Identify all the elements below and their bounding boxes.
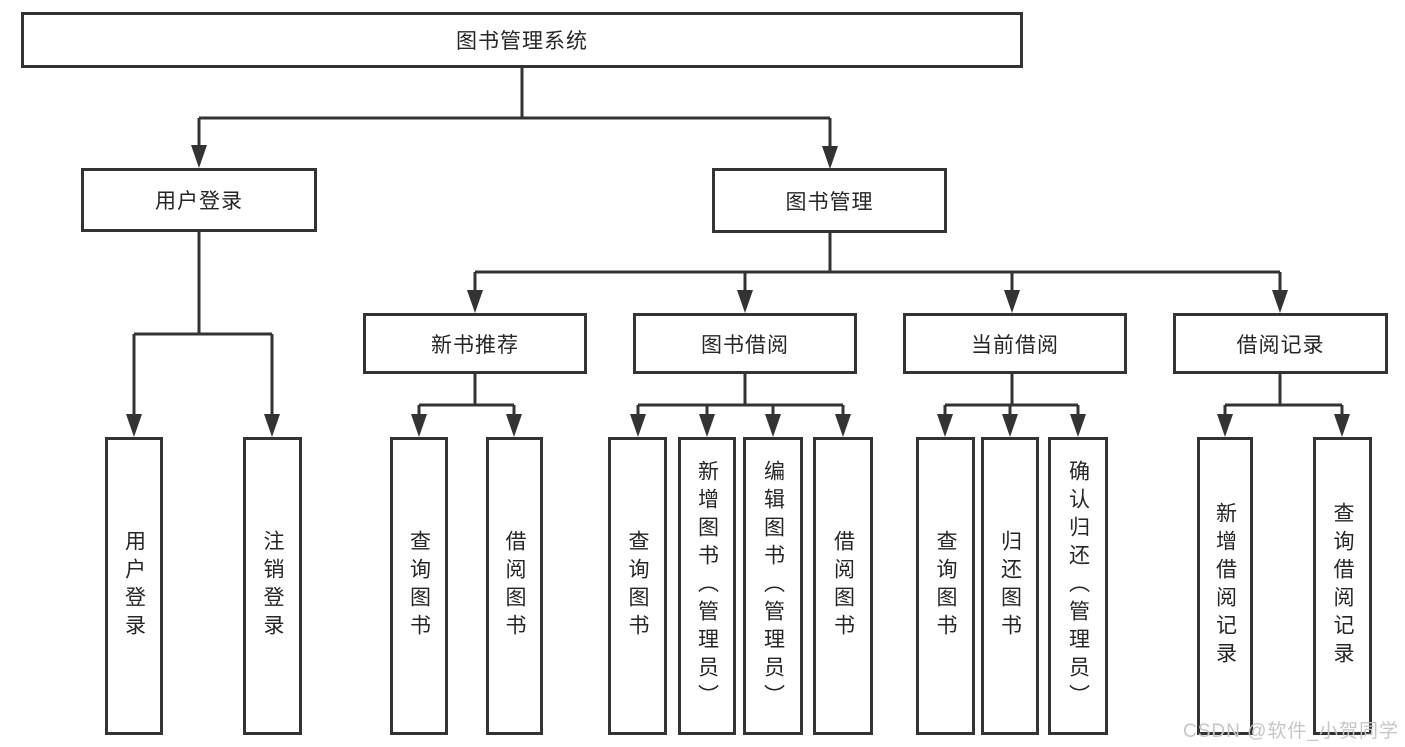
leaf-label: 借阅图书 bbox=[503, 530, 526, 642]
leaf-query-books-1: 查询图书 bbox=[390, 437, 448, 735]
leaf-label: 归还图书 bbox=[998, 530, 1022, 642]
leaf-query-books-2: 查询图书 bbox=[608, 437, 667, 735]
leaf-label: 查询图书 bbox=[407, 530, 431, 642]
leaf-edit-books-admin: 编辑图书（管理员） bbox=[743, 437, 803, 735]
node-label: 当前借阅 bbox=[971, 333, 1059, 357]
node-book-management: 图书管理 bbox=[712, 168, 947, 233]
leaf-label: 查询图书 bbox=[934, 530, 957, 642]
leaf-user-login: 用户登录 bbox=[105, 437, 163, 735]
node-label: 用户登录 bbox=[155, 190, 243, 213]
leaf-label: 查询借阅记录 bbox=[1331, 502, 1354, 670]
leaf-borrow-books-2: 借阅图书 bbox=[813, 437, 873, 735]
arrowhead-icons bbox=[126, 145, 1350, 437]
leaf-label: 查询图书 bbox=[626, 530, 649, 642]
node-user-login: 用户登录 bbox=[81, 168, 317, 232]
node-borrow-records: 借阅记录 bbox=[1173, 313, 1388, 374]
leaf-query-books-3: 查询图书 bbox=[916, 437, 975, 735]
leaf-label: 编辑图书（管理员） bbox=[761, 460, 785, 712]
leaf-label: 新增图书（管理员） bbox=[695, 460, 719, 712]
node-new-book-recommend: 新书推荐 bbox=[363, 313, 587, 374]
leaf-query-borrow-record: 查询借阅记录 bbox=[1313, 437, 1372, 735]
node-label: 图书管理 bbox=[785, 190, 874, 214]
leaf-label: 新增借阅记录 bbox=[1213, 502, 1237, 670]
leaf-label: 借阅图书 bbox=[831, 530, 855, 642]
node-root-library-system: 图书管理系统 bbox=[21, 12, 1023, 68]
leaf-confirm-return-admin: 确认归还（管理员） bbox=[1048, 437, 1108, 735]
leaf-logout: 注销登录 bbox=[243, 437, 302, 735]
node-label: 新书推荐 bbox=[431, 333, 519, 357]
csdn-watermark: CSDN @软件_小贺同学 bbox=[1183, 721, 1399, 742]
node-current-borrow: 当前借阅 bbox=[903, 313, 1127, 374]
leaf-return-books: 归还图书 bbox=[981, 437, 1039, 735]
leaf-add-borrow-record: 新增借阅记录 bbox=[1197, 437, 1253, 735]
leaf-borrow-books-1: 借阅图书 bbox=[486, 437, 543, 735]
node-label: 图书借阅 bbox=[701, 333, 789, 357]
leaf-label: 确认归还（管理员） bbox=[1066, 460, 1090, 712]
node-label: 图书管理系统 bbox=[456, 30, 588, 53]
leaf-add-books-admin: 新增图书（管理员） bbox=[678, 437, 736, 735]
leaf-label: 用户登录 bbox=[122, 530, 146, 642]
node-label: 借阅记录 bbox=[1236, 333, 1325, 357]
node-book-borrow: 图书借阅 bbox=[633, 313, 857, 374]
leaf-label: 注销登录 bbox=[261, 530, 284, 642]
